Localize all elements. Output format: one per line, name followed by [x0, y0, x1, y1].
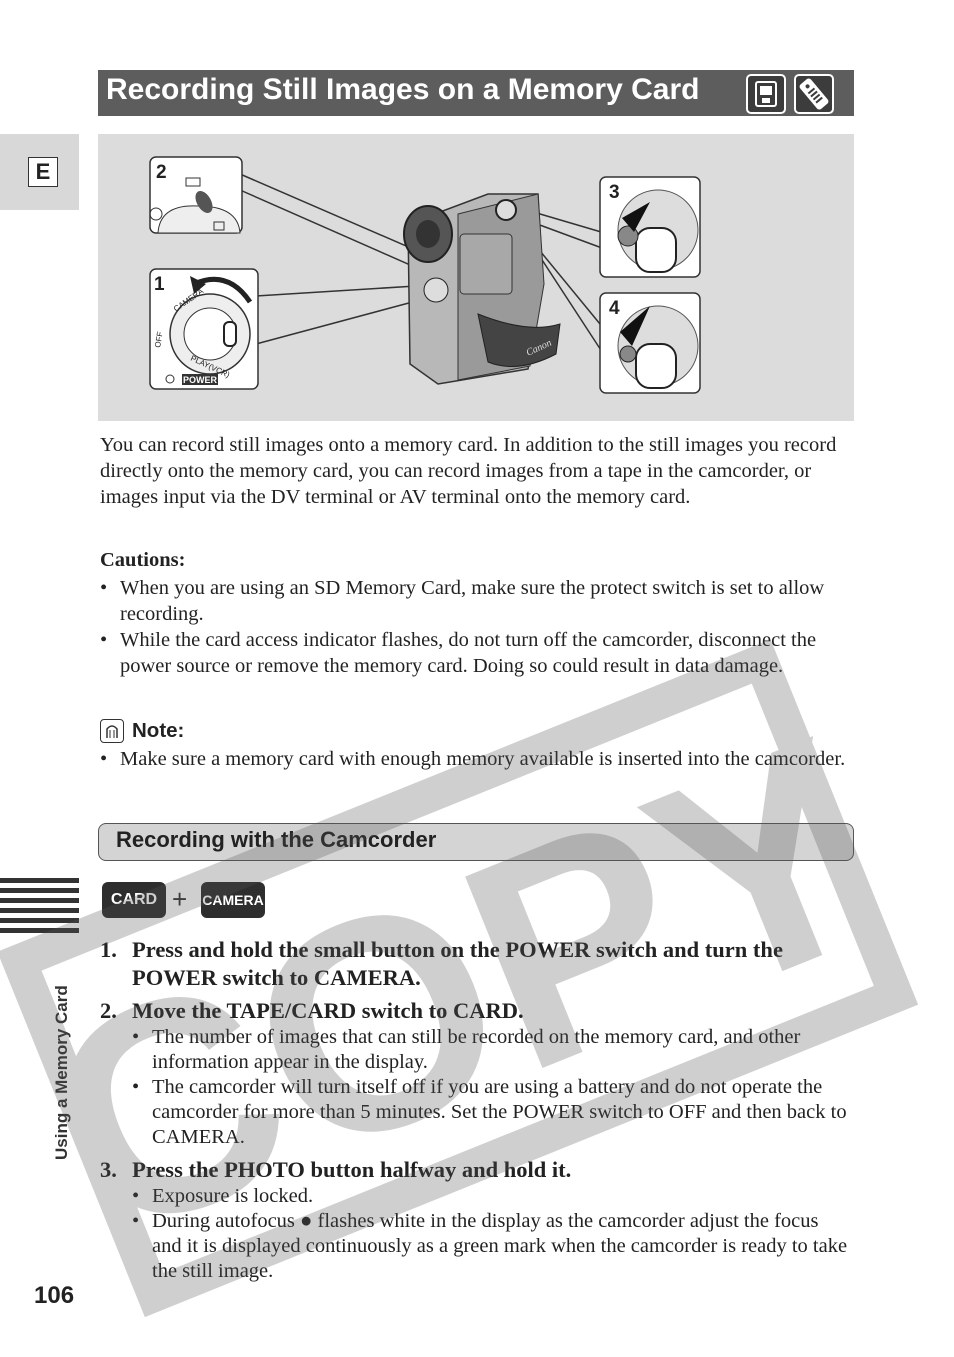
section-bar — [98, 823, 854, 861]
intro-paragraph: You can record still images onto a memor… — [100, 434, 837, 508]
callout-3: 3 — [609, 182, 620, 203]
step-1: 1. Press and hold the small button on the… — [100, 936, 852, 992]
camcorder-mode-icon — [746, 74, 786, 114]
sidebar-label: Using a Memory Card — [52, 985, 71, 1160]
cautions-list: When you are using an SD Memory Card, ma… — [100, 575, 852, 679]
list-item: While the card access indicator flashes,… — [100, 627, 852, 679]
list-item: During autofocus ● flashes white in the … — [100, 1209, 852, 1284]
camcorder-illustration: POWER Canon 2 1 3 4 — [98, 134, 854, 421]
callout-4: 4 — [609, 298, 620, 319]
callout-1: 1 — [154, 274, 165, 295]
page-title: Recording Still Images on a Memory Card — [106, 73, 700, 106]
note-icon — [100, 719, 124, 743]
list-item: The number of images that can still be r… — [100, 1025, 852, 1075]
section-title: Recording with the Camcorder — [116, 827, 437, 852]
power-label: POWER — [183, 375, 218, 385]
plus-sign: + — [172, 884, 188, 914]
page-number: 106 — [34, 1282, 75, 1309]
callout-2: 2 — [156, 162, 167, 183]
card-mode-icon: CARD — [102, 882, 166, 918]
step-text: Move the TAPE/CARD switch to CARD. — [132, 998, 524, 1023]
list-item: Make sure a memory card with enough memo… — [100, 746, 852, 772]
step-2: 2. Move the TAPE/CARD switch to CARD. The… — [100, 997, 852, 1150]
sidebar-stripes — [0, 878, 79, 938]
list-item: The camcorder will turn itself off if yo… — [100, 1075, 852, 1150]
step-number: 3. — [100, 1157, 117, 1182]
note-heading-row: Note: — [100, 719, 184, 743]
step-text: Press and hold the small button on the P… — [132, 937, 783, 990]
step-number: 1. — [100, 937, 117, 962]
note-list: Make sure a memory card with enough memo… — [100, 746, 852, 772]
camera-mode-icon: CAMERA — [201, 882, 265, 918]
cautions-heading: Cautions: — [100, 549, 186, 571]
language-letter: E — [28, 157, 58, 187]
list-item: Exposure is locked. — [100, 1184, 852, 1209]
step-text: Press the PHOTO button halfway and hold … — [132, 1157, 572, 1182]
title-bar — [98, 70, 854, 116]
step-number: 2. — [100, 998, 117, 1023]
list-item: When you are using an SD Memory Card, ma… — [100, 575, 852, 627]
remote-control-icon — [794, 74, 834, 114]
step-3: 3. Press the PHOTO button halfway and hol… — [100, 1156, 852, 1284]
dial-off-label: OFF — [153, 331, 165, 348]
note-title: Note: — [132, 719, 185, 742]
